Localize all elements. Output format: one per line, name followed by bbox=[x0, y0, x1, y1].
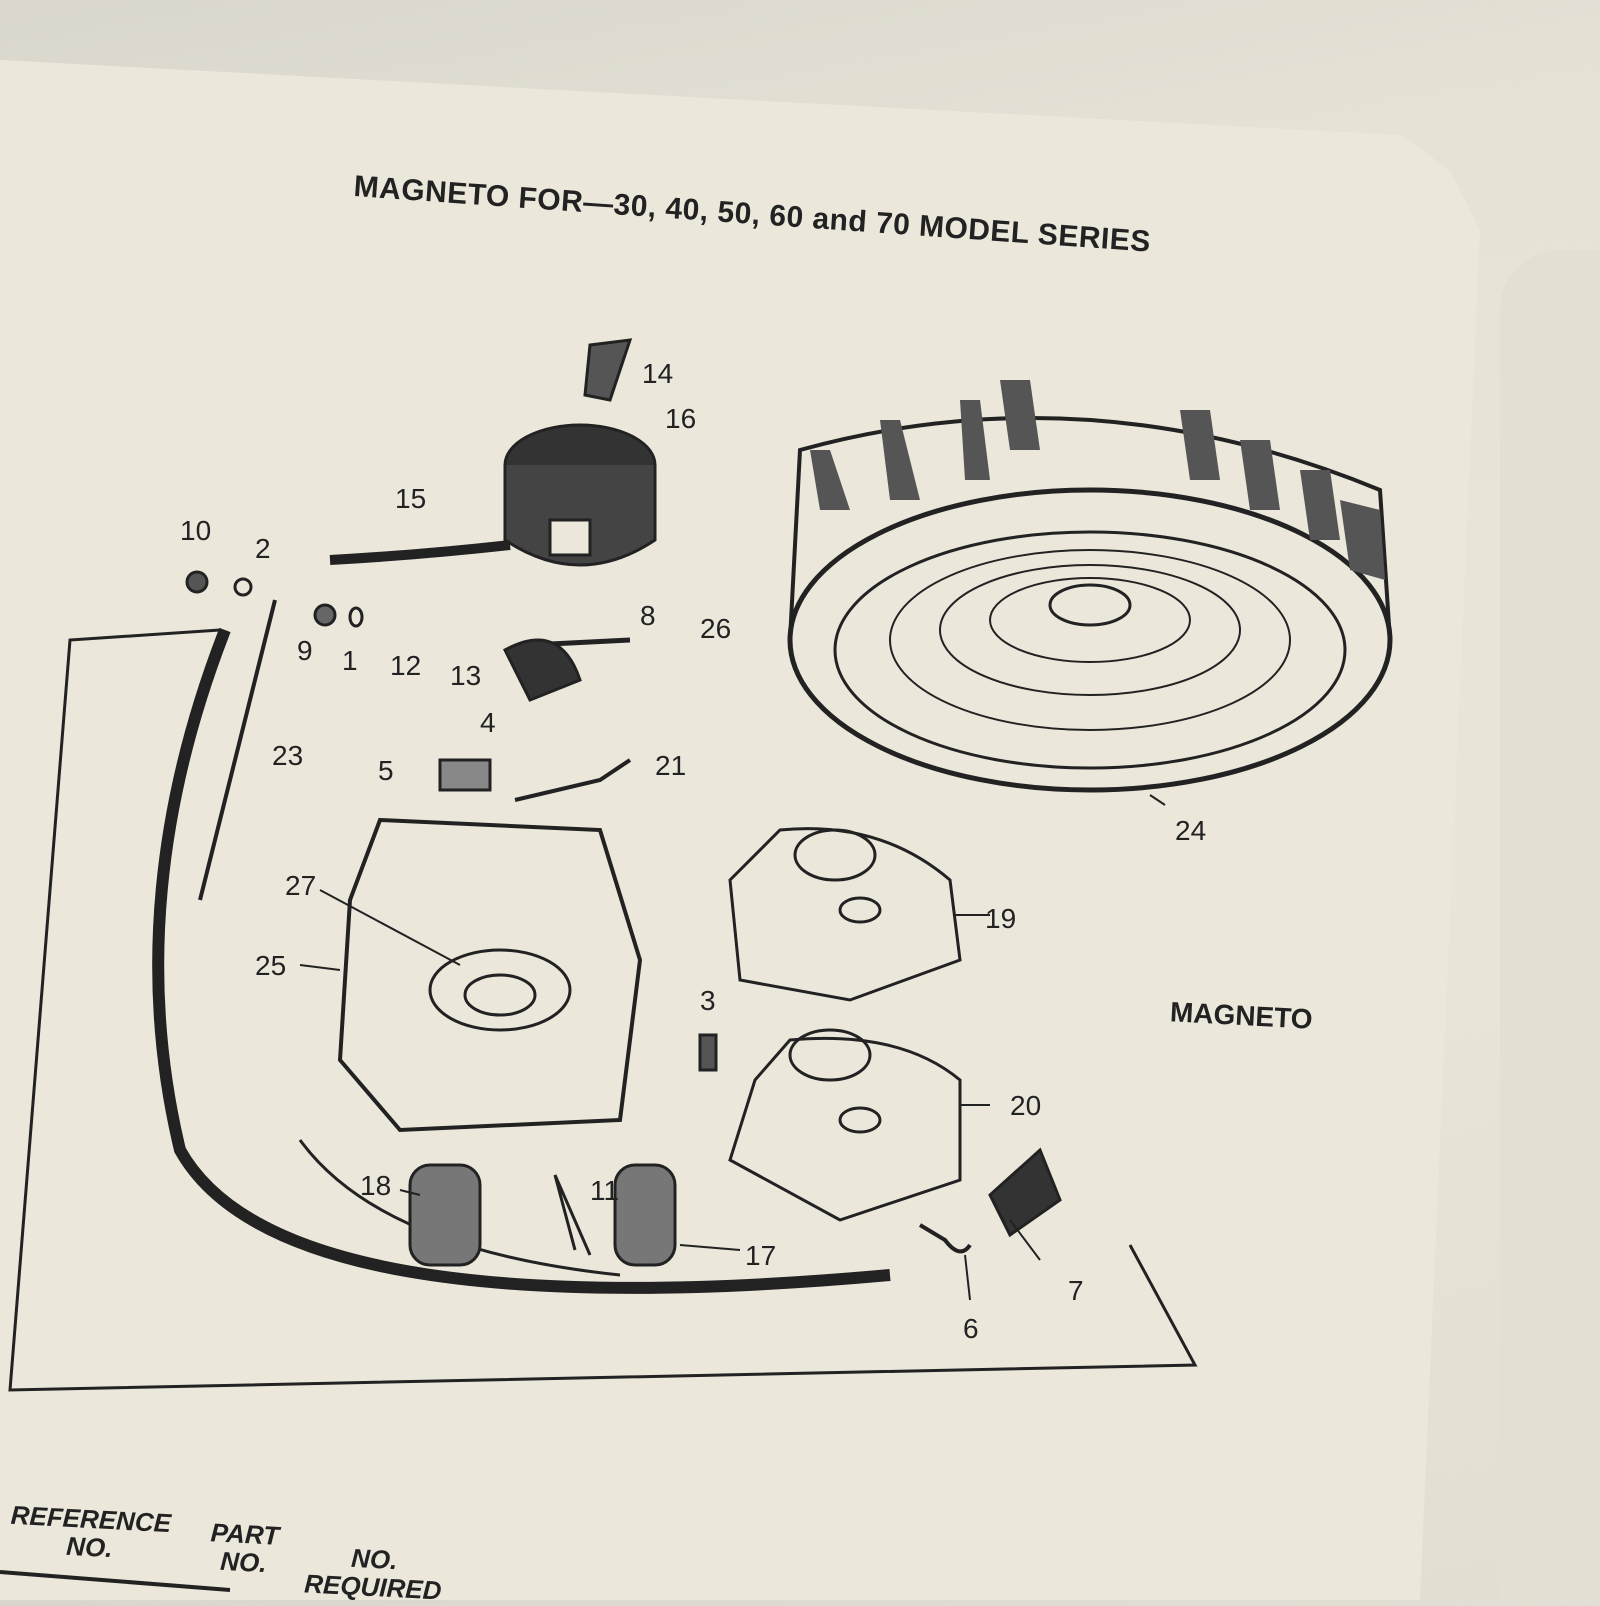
ref-label-9: 9 bbox=[297, 635, 313, 666]
flywheel bbox=[787, 380, 1393, 793]
adjacent-page bbox=[1500, 250, 1600, 1600]
ref-label-11: 11 bbox=[590, 1175, 620, 1206]
ground-lead bbox=[198, 599, 277, 901]
ref-label-14: 14 bbox=[642, 358, 674, 389]
bushing bbox=[408, 1163, 482, 1267]
gasket-19 bbox=[728, 827, 962, 1002]
base-plate bbox=[337, 817, 643, 1133]
ref-label-18: 18 bbox=[360, 1170, 392, 1201]
nut bbox=[185, 570, 209, 594]
ref-label-15: 15 bbox=[395, 483, 427, 514]
washer-small bbox=[348, 606, 364, 628]
ref-label-13: 13 bbox=[450, 660, 482, 691]
ref-label-17: 17 bbox=[745, 1240, 777, 1271]
coil-clip bbox=[583, 338, 633, 402]
ref-label-21: 21 bbox=[655, 750, 687, 781]
nut-small bbox=[313, 603, 337, 627]
ref-label-26: 26 bbox=[700, 613, 732, 644]
condenser bbox=[613, 1163, 677, 1267]
ref-label-16: 16 bbox=[665, 403, 697, 434]
ref-label-27: 27 bbox=[285, 870, 317, 901]
ref-label-1: 1 bbox=[342, 645, 358, 676]
ref-label-24: 24 bbox=[1175, 815, 1207, 846]
spark-spring bbox=[918, 1223, 972, 1254]
ref-label-10: 10 bbox=[180, 515, 212, 546]
gasket-20 bbox=[728, 1036, 962, 1222]
leader-lines bbox=[299, 794, 1166, 1301]
ref-label-2: 2 bbox=[255, 533, 271, 564]
diagram-frame bbox=[8, 628, 1198, 1392]
ht-lead bbox=[152, 627, 891, 1294]
ref-label-12: 12 bbox=[390, 650, 422, 681]
breaker-plate bbox=[514, 758, 632, 802]
ref-label-7: 7 bbox=[1068, 1275, 1084, 1306]
ref-label-6: 6 bbox=[963, 1313, 979, 1344]
ignition-coil bbox=[329, 423, 657, 567]
ref-label-3: 3 bbox=[700, 985, 716, 1016]
ref-label-23: 23 bbox=[272, 740, 304, 771]
ref-label-5: 5 bbox=[378, 755, 394, 786]
ref-label-4: 4 bbox=[480, 707, 496, 738]
spring bbox=[553, 1174, 592, 1256]
spark-plug-boot bbox=[988, 1147, 1062, 1238]
washer bbox=[233, 577, 253, 597]
ref-label-20: 20 bbox=[1010, 1090, 1042, 1121]
ref-label-8: 8 bbox=[640, 600, 656, 631]
ref-label-25: 25 bbox=[255, 950, 287, 981]
breaker-arm bbox=[503, 638, 582, 702]
screw-3 bbox=[698, 1033, 718, 1072]
felt-wick bbox=[438, 758, 492, 792]
ref-label-19: 19 bbox=[985, 903, 1017, 934]
